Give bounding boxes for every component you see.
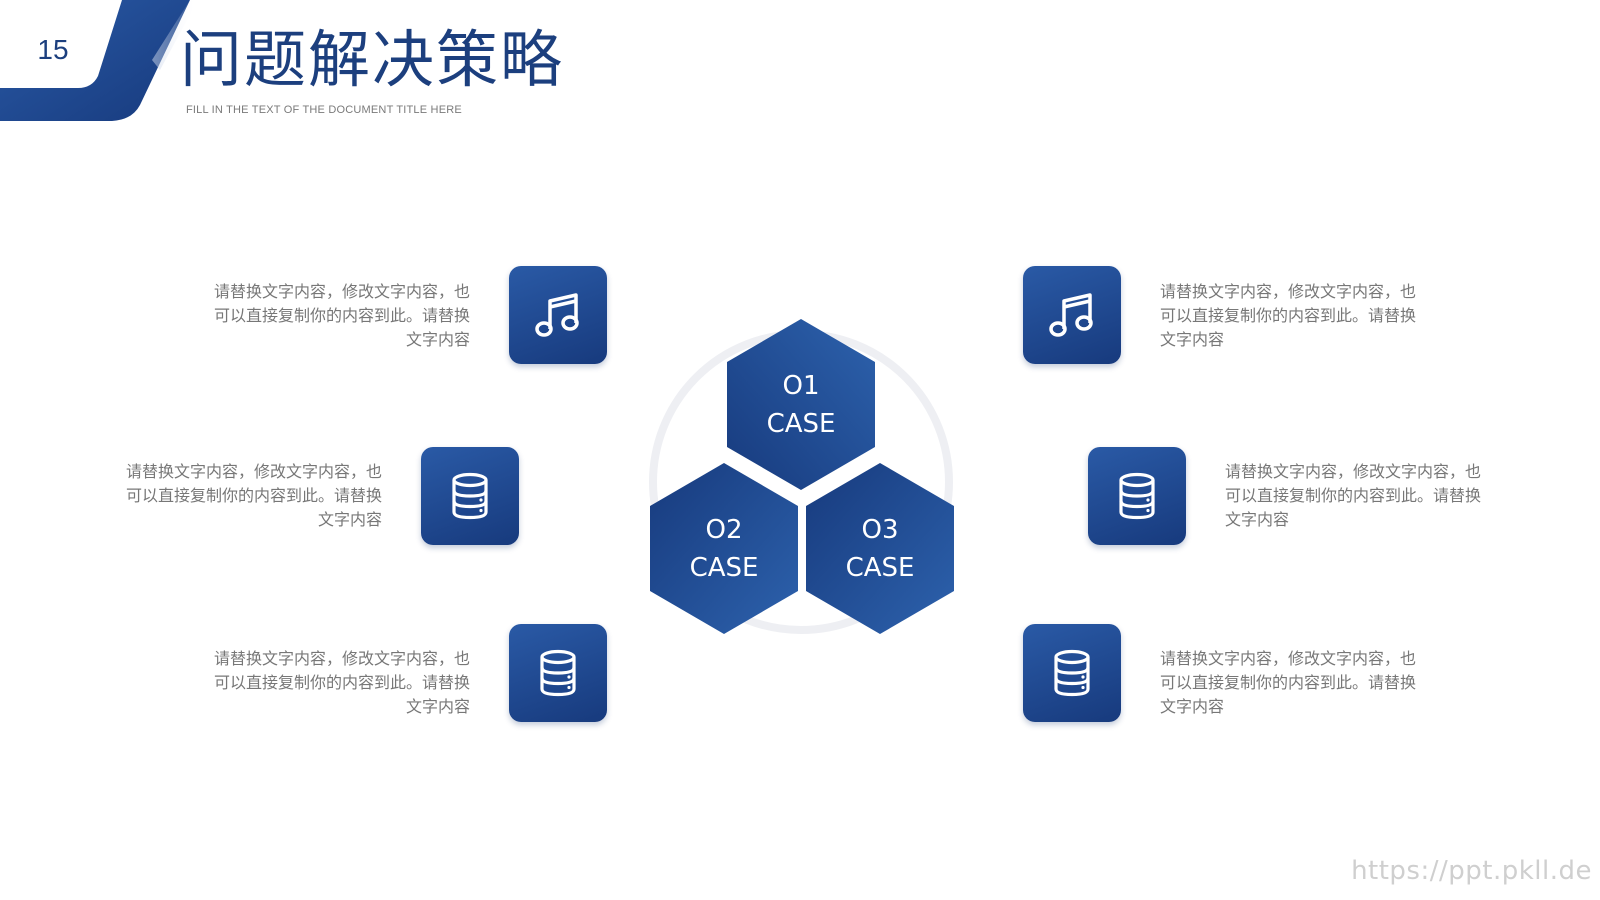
icon-box-right-middle (1088, 447, 1186, 545)
case-text: CASE (845, 553, 915, 583)
case-label-02: O2 CASE (659, 511, 789, 587)
database-icon (540, 649, 576, 697)
page-subtitle: FILL IN THE TEXT OF THE DOCUMENT TITLE H… (186, 104, 462, 116)
item-description-right-bottom: 请替换文字内容，修改文字内容，也可以直接复制你的内容到此。请替换文字内容 (1160, 649, 1417, 716)
case-label-03: O3 CASE (815, 511, 945, 587)
case-number: O1 (782, 371, 820, 401)
item-description-right-top: 请替换文字内容，修改文字内容，也可以直接复制你的内容到此。请替换文字内容 (1160, 282, 1417, 349)
database-icon (1119, 472, 1155, 520)
item-description-left-top: 请替换文字内容，修改文字内容，也可以直接复制你的内容到此。请替换文字内容 (213, 282, 470, 349)
icon-box-right-top (1023, 266, 1121, 364)
header-decoration (0, 0, 198, 121)
item-description-right-middle: 请替换文字内容，修改文字内容，也可以直接复制你的内容到此。请替换文字内容 (1225, 462, 1482, 529)
icon-box-left-bottom (509, 624, 607, 722)
case-text: CASE (766, 409, 836, 439)
music-note-icon (535, 293, 579, 337)
page-number: 15 (37, 34, 69, 65)
case-number: O2 (705, 515, 743, 545)
database-icon (1054, 649, 1090, 697)
icon-box-left-top (509, 266, 607, 364)
case-number: O3 (861, 515, 899, 545)
icon-box-right-bottom (1023, 624, 1121, 722)
item-description-left-middle: 请替换文字内容，修改文字内容，也可以直接复制你的内容到此。请替换文字内容 (125, 462, 382, 529)
case-text: CASE (689, 553, 759, 583)
item-description-left-bottom: 请替换文字内容，修改文字内容，也可以直接复制你的内容到此。请替换文字内容 (213, 649, 470, 716)
watermark: https://ppt.pkll.de (1351, 856, 1592, 886)
music-note-icon (1049, 293, 1093, 337)
page-title: 问题解决策略 (180, 23, 565, 96)
database-icon (452, 472, 488, 520)
icon-box-left-middle (421, 447, 519, 545)
case-label-01: O1 CASE (736, 367, 866, 443)
